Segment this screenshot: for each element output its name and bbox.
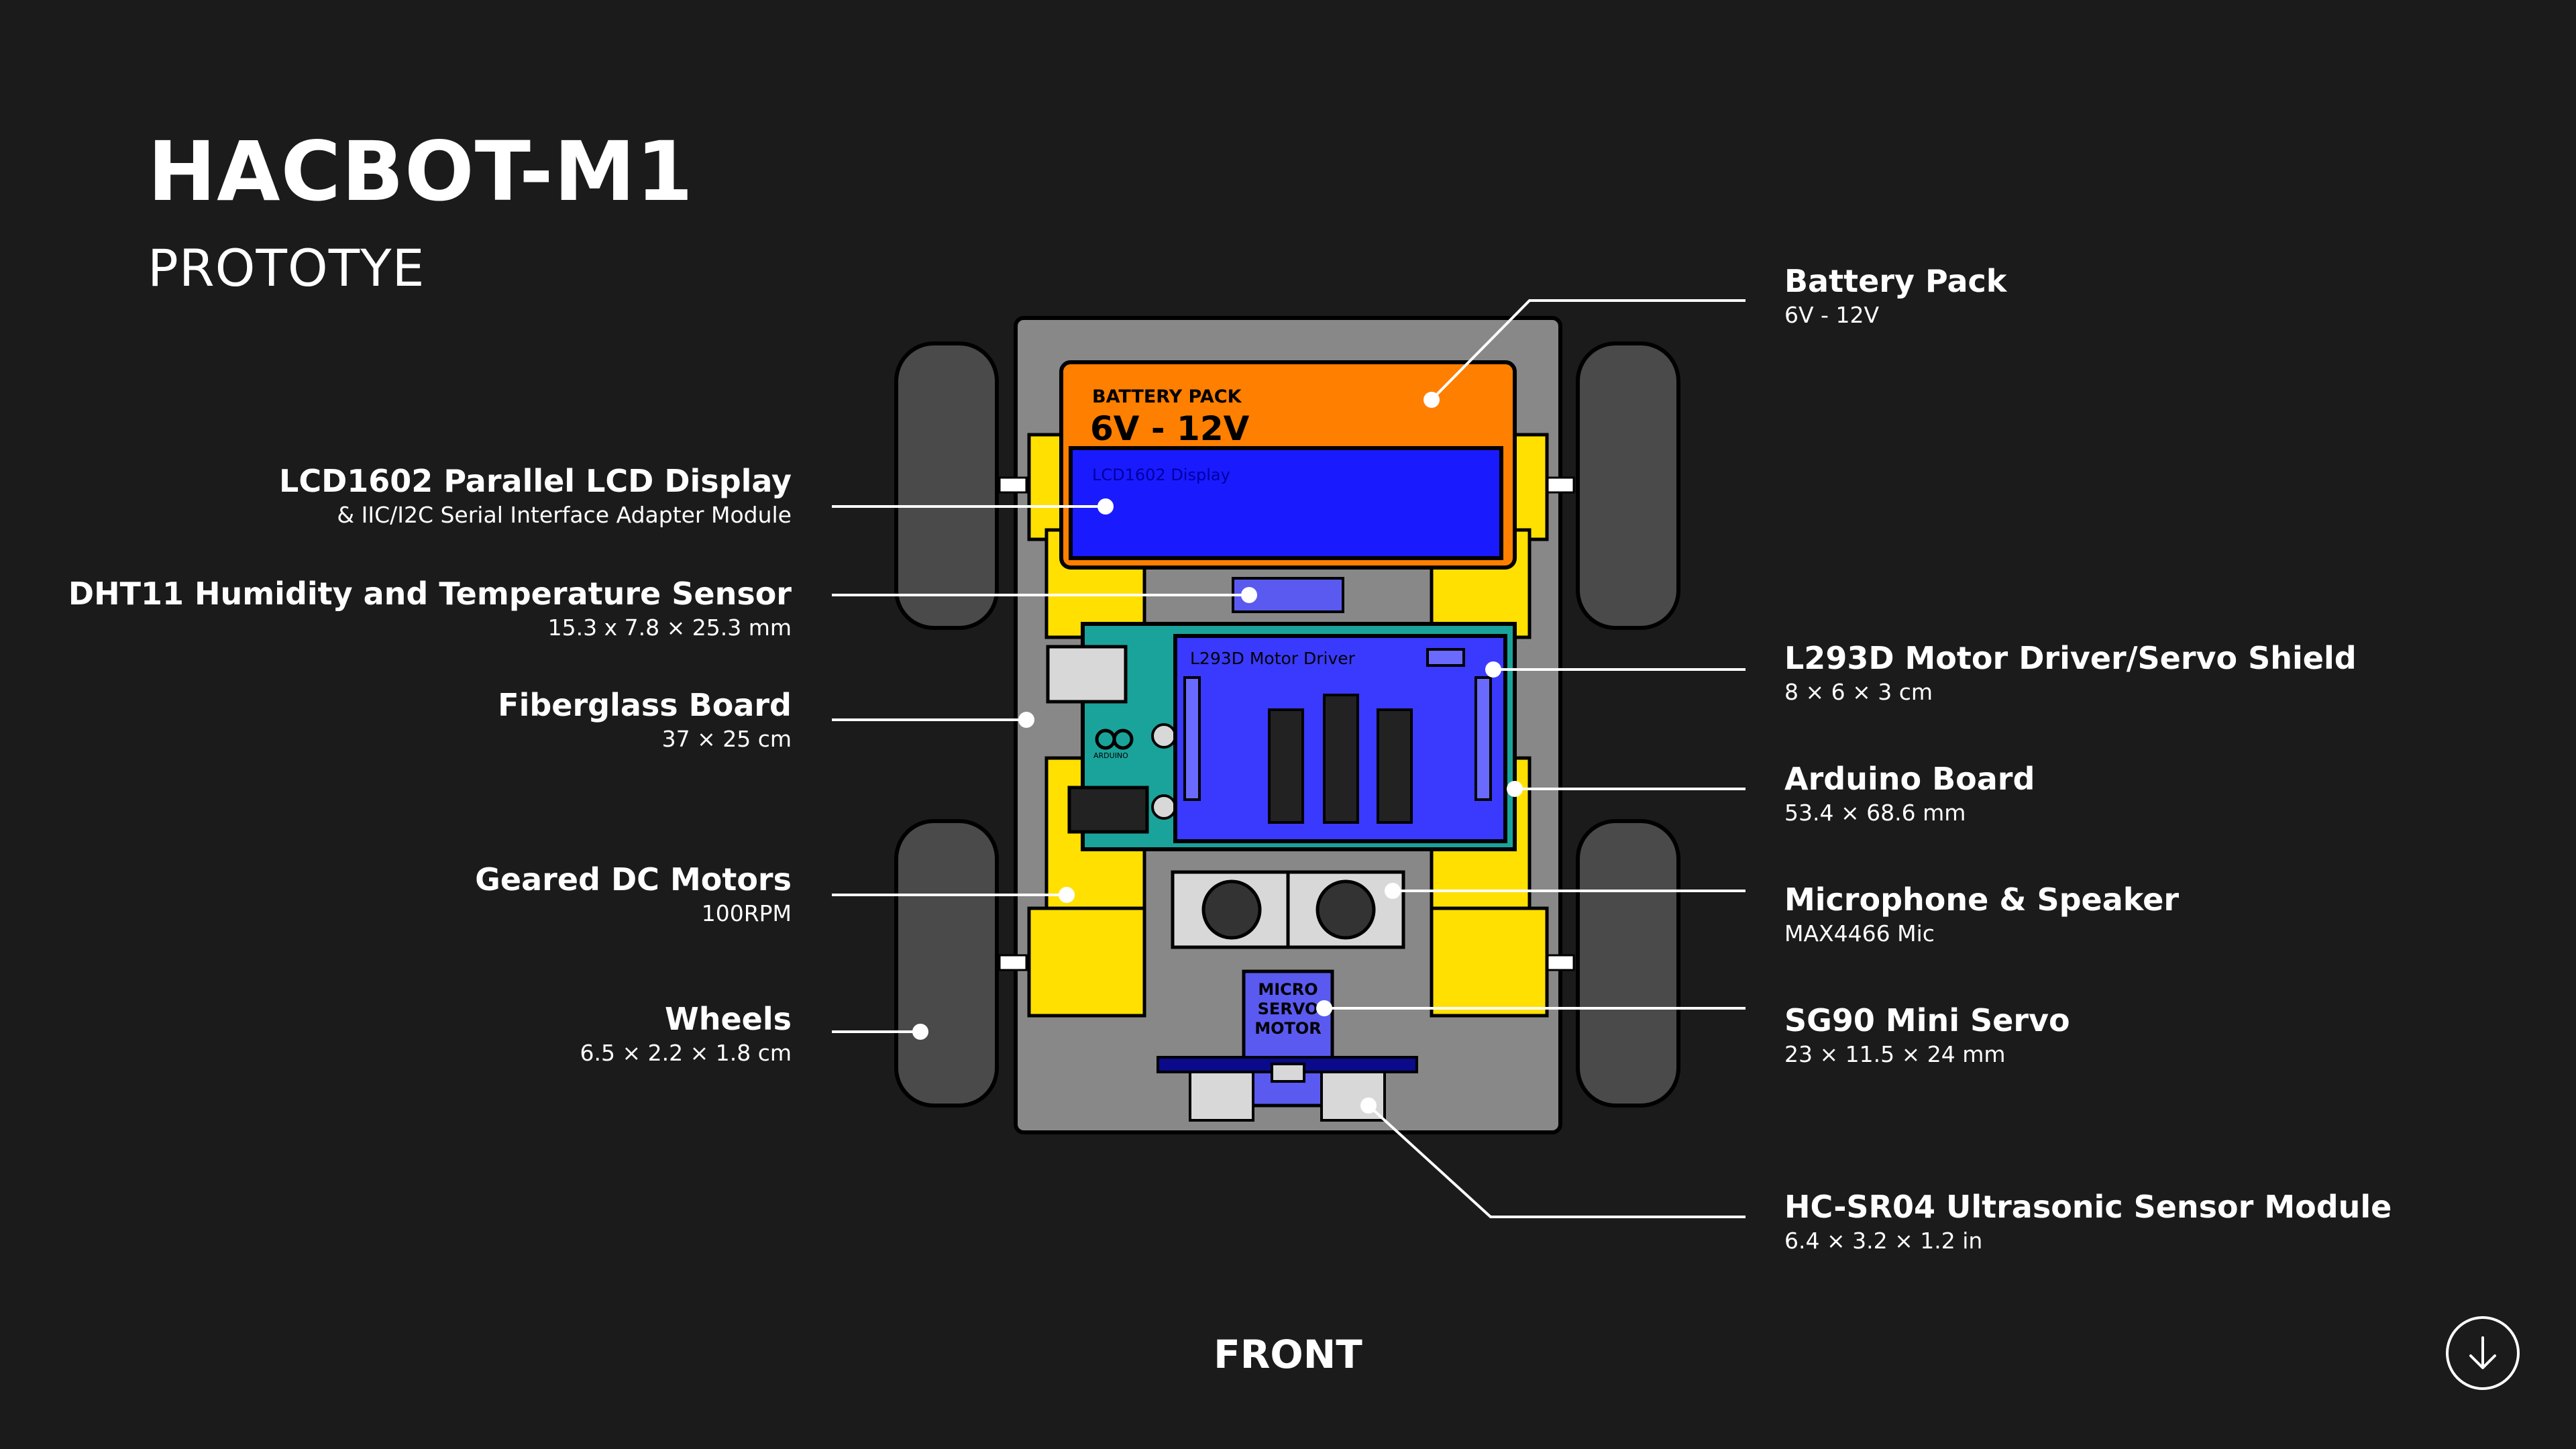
label-name: HC-SR04 Ultrasonic Sensor Module [1784,1189,2392,1225]
label-name: Fiberglass Board [498,687,792,723]
axle [1546,476,1575,494]
wheel-front-left [894,341,999,630]
label-name: L293D Motor Driver/Servo Shield [1784,640,2357,676]
label-lcd: LCD1602 Parallel LCD Display & IIC/I2C S… [54,462,792,530]
shield-header [1183,676,1201,801]
label-name: Microphone & Speaker [1784,881,2180,918]
servo-motor [1242,969,1334,1108]
label-motors: Geared DC Motors 100RPM [54,860,792,928]
label-name: Wheels [664,1001,792,1037]
label-name: LCD1602 Parallel LCD Display [279,463,792,499]
scroll-down-button[interactable] [2446,1316,2520,1390]
page-subtitle: PROTOTYE [148,238,425,298]
callout-lines [832,299,1746,1218]
label-spec: 6.4 × 3.2 × 1.2 in [1784,1228,1983,1254]
callout-dot-motor [1059,887,1075,903]
callout-dot-arduino [1507,781,1523,797]
battery-big-text: 6V - 12V [1090,409,1250,448]
label-spec: 37 × 25 cm [661,726,792,752]
label-name: DHT11 Humidity and Temperature Sensor [68,576,792,612]
label-spec: 6.5 × 2.2 × 1.8 cm [580,1040,792,1066]
driver-text: L293D Motor Driver [1190,649,1356,668]
label-spec: MAX4466 Mic [1784,920,1935,947]
shield-connector [1426,648,1465,667]
servo-text-line2: SERVO [1258,1000,1319,1018]
label-fiberglass: Fiberglass Board 37 × 25 cm [54,686,792,754]
label-mic: Microphone & Speaker MAX4466 Mic [1784,880,2522,949]
wheel-rear-left [894,819,999,1108]
shield-chip [1323,694,1359,824]
motor-rear-right-bracket [1430,906,1549,1018]
callout-dot-servo [1316,1000,1332,1016]
axle [1546,954,1575,971]
microphone-cone [1316,879,1376,940]
label-ultrasonic: HC-SR04 Ultrasonic Sensor Module 6.4 × 3… [1784,1187,2522,1256]
label-shield: L293D Motor Driver/Servo Shield 8 × 6 × … [1784,639,2522,707]
label-spec: 53.4 × 68.6 mm [1784,800,1966,826]
arduino-logo-text: ARDUINO [1093,751,1128,760]
label-name: Geared DC Motors [475,861,792,898]
callout-dot-mic [1385,883,1401,899]
front-label: FRONT [1214,1332,1362,1377]
page-title: HACBOT-M1 [148,124,694,219]
shield-header [1474,676,1492,801]
lcd-text: LCD1602 Display [1092,466,1230,484]
label-name: Battery Pack [1784,263,2007,299]
label-name: SG90 Mini Servo [1784,1002,2070,1038]
label-servo: SG90 Mini Servo 23 × 11.5 × 24 mm [1784,1001,2522,1069]
label-arduino: Arduino Board 53.4 × 68.6 mm [1784,759,2522,828]
label-spec: 15.3 x 7.8 × 25.3 mm [547,614,792,641]
arduino-logo-icon [1095,729,1134,750]
usb-port [1046,645,1128,704]
shield-chip [1377,708,1413,824]
arduino-capacitor [1151,723,1177,749]
label-dht11: DHT11 Humidity and Temperature Sensor 15… [54,574,792,643]
label-name: Arduino Board [1784,761,2035,797]
servo-text-line3: MOTOR [1254,1019,1322,1038]
callout-dot-lcd [1097,498,1114,515]
shield-chip [1268,708,1304,824]
wheel-rear-right [1576,819,1680,1108]
label-spec: 100RPM [701,900,792,926]
label-spec: 23 × 11.5 × 24 mm [1784,1041,2006,1067]
label-wheels: Wheels 6.5 × 2.2 × 1.8 cm [54,1000,792,1068]
servo-text-line1: MICRO [1258,980,1318,999]
label-battery: Battery Pack 6V - 12V [1784,262,2522,330]
servo-horn [1271,1063,1305,1083]
axle [998,476,1028,494]
wheel-front-right [1576,341,1680,630]
callout-dot-board [1018,712,1034,728]
axle [998,954,1028,971]
callout-dot-dht11 [1241,587,1257,603]
callout-dots [912,392,1523,1114]
lcd-display [1069,446,1503,560]
speaker-cone [1201,879,1262,940]
callout-dot-shield [1485,661,1501,678]
callout-dot-ultrasonic [1360,1097,1377,1114]
callout-dot-wheel [912,1024,928,1040]
label-spec: 8 × 6 × 3 cm [1784,679,1933,705]
power-jack [1067,786,1149,834]
callout-dot-battery [1424,392,1440,408]
battery-small-text: BATTERY PACK [1092,386,1242,407]
label-spec: & IIC/I2C Serial Interface Adapter Modul… [337,502,792,528]
label-spec: 6V - 12V [1784,302,1880,328]
arduino-capacitor [1151,794,1177,820]
motor-rear-left-bracket [1027,906,1146,1018]
arrow-down-circle-icon [2469,1336,2496,1369]
ultrasonic-sensor-left [1189,1071,1254,1122]
